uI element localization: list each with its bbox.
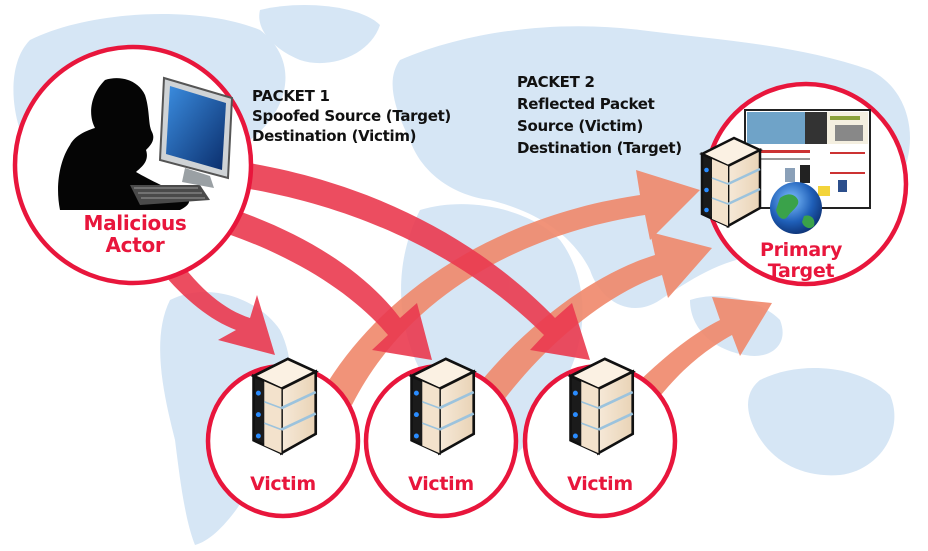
victim-server-icon (252, 357, 318, 455)
victim-node-3 (522, 357, 678, 519)
packet-1-source: Spoofed Source (Target) (252, 107, 451, 125)
reflect-arrow-1 (320, 170, 700, 405)
attack-arrow-2 (200, 200, 432, 360)
spoofed-packet-arrows (160, 160, 590, 360)
victim-node-2 (363, 357, 519, 519)
packet-2-source: Source (Victim) (517, 117, 644, 135)
malicious-actor-label: Malicious Actor (70, 212, 200, 256)
victim-label-3: Victim (567, 473, 633, 495)
map-greenland (259, 5, 380, 64)
primary-target-node (700, 81, 909, 287)
malicious-actor-line2: Actor (105, 233, 165, 257)
packet-1-description: PACKET 1 Spoofed Source (Target) Destina… (252, 86, 451, 146)
packet-1-title: PACKET 1 (252, 87, 330, 105)
victim-label-1: Victim (250, 473, 316, 495)
packet-1-destination: Destination (Victim) (252, 127, 417, 145)
primary-target-line2: Target (767, 260, 835, 282)
website-screenshot-icon (744, 109, 871, 209)
packet-2-destination: Destination (Target) (517, 139, 682, 157)
malicious-actor-line1: Malicious (83, 211, 187, 235)
victim-server-icon (410, 357, 476, 455)
target-server-icon (700, 136, 762, 228)
reflect-arrow-3 (625, 297, 772, 405)
attack-arrow-1 (160, 255, 275, 355)
computer-monitor-icon (158, 76, 234, 188)
victim-label-2: Victim (408, 473, 474, 495)
victim-node-1 (205, 357, 361, 519)
packet-2-title: PACKET 2 (517, 73, 595, 91)
reflect-arrow-2 (470, 232, 712, 405)
packet-2-type: Reflected Packet (517, 95, 655, 113)
map-australia (748, 368, 895, 476)
packet-2-description: PACKET 2 Reflected Packet Source (Victim… (517, 71, 682, 159)
hacker-silhouette-icon (58, 78, 210, 210)
primary-target-line1: Primary (759, 239, 843, 261)
primary-target-label: Primary Target (741, 240, 861, 282)
attack-arrow-3 (225, 160, 590, 360)
reflected-packet-arrows (320, 170, 772, 405)
victim-server-icon (569, 357, 635, 455)
malicious-actor-node (12, 44, 254, 286)
globe-icon (770, 182, 822, 234)
